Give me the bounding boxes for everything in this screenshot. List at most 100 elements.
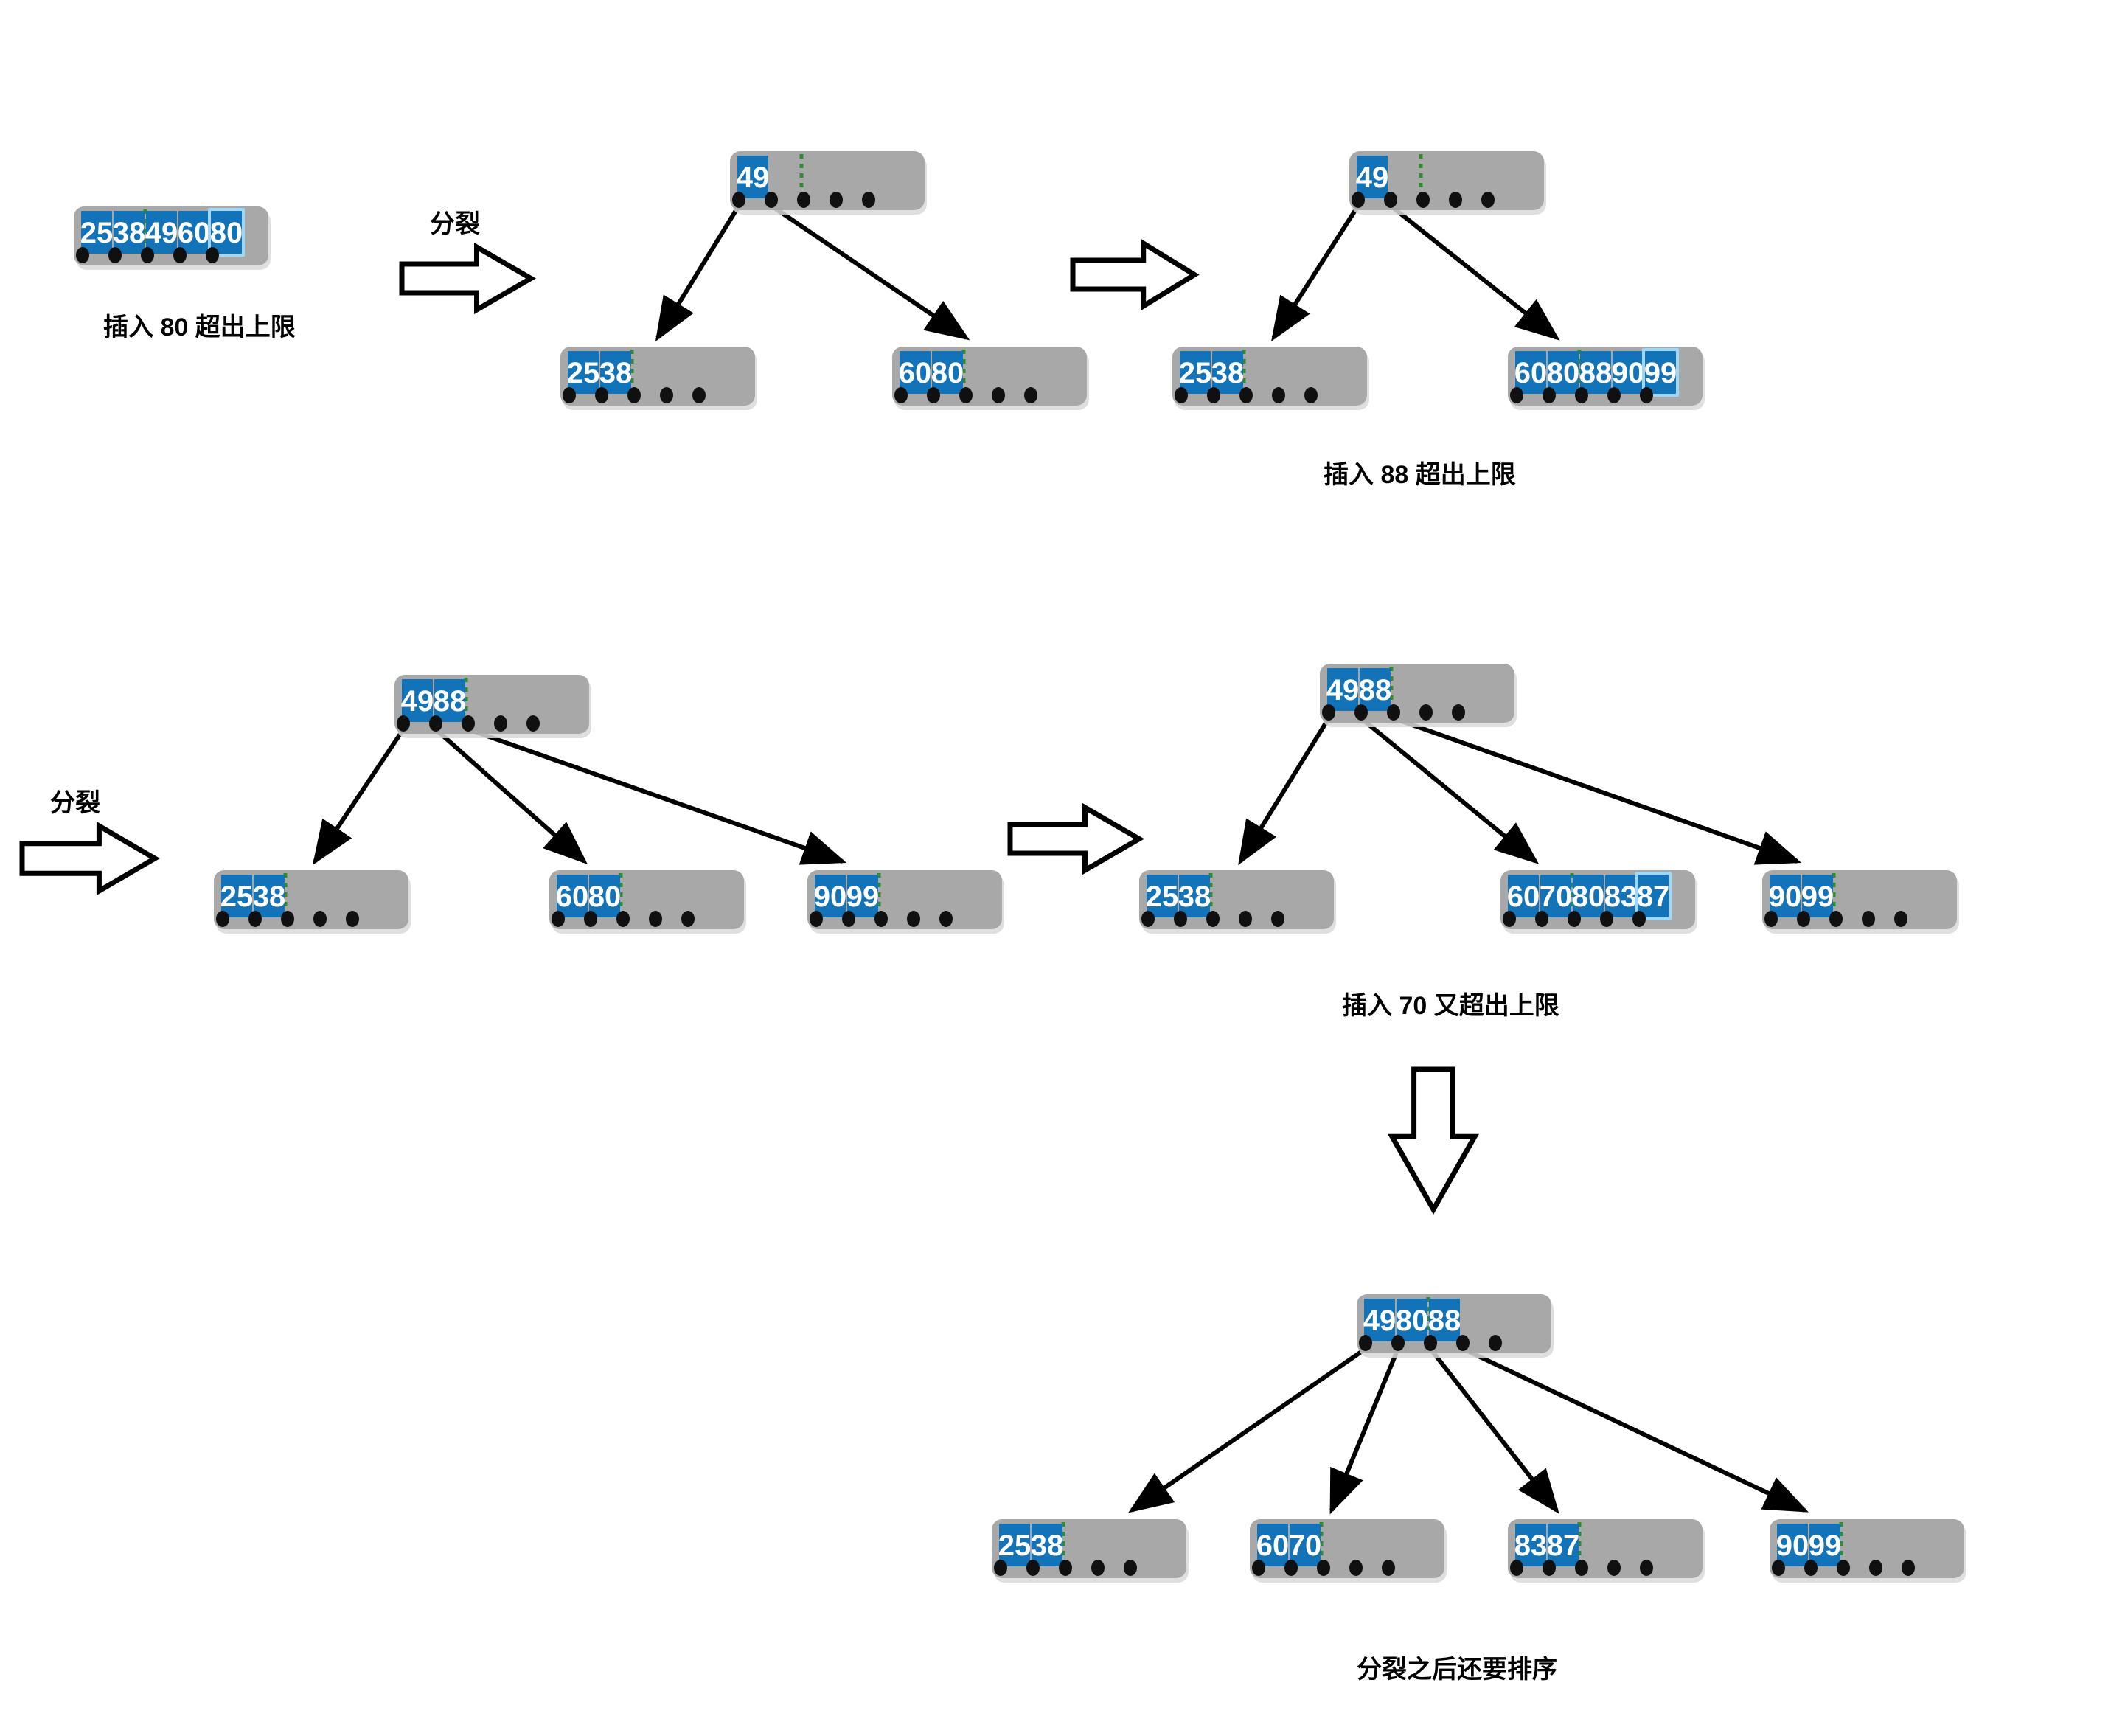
key-box[interactable] — [1770, 875, 1801, 917]
child-pointer-dot[interactable] — [1510, 1560, 1523, 1576]
child-pointer-dot[interactable] — [552, 911, 565, 927]
child-pointer-dot[interactable] — [526, 715, 540, 732]
key-box[interactable] — [737, 156, 768, 198]
key-box[interactable] — [1180, 351, 1211, 394]
child-pointer-dot[interactable] — [1862, 911, 1875, 927]
child-pointer-dot[interactable] — [1869, 1560, 1882, 1576]
key-box[interactable] — [1638, 875, 1669, 917]
child-pointer-dot[interactable] — [1382, 1560, 1395, 1576]
child-pointer-dot[interactable] — [1416, 192, 1430, 208]
child-pointer-dot[interactable] — [810, 911, 823, 927]
child-pointer-dot[interactable] — [1510, 387, 1523, 403]
child-pointer-dot[interactable] — [927, 387, 940, 403]
key-box[interactable] — [1290, 1524, 1321, 1566]
child-pointer-dot[interactable] — [1419, 704, 1433, 721]
child-pointer-dot[interactable] — [1640, 387, 1653, 403]
key-box[interactable] — [1580, 351, 1611, 394]
child-pointer-dot[interactable] — [1391, 1335, 1405, 1351]
child-pointer-dot[interactable] — [1024, 387, 1037, 403]
key-box[interactable] — [402, 679, 433, 722]
key-box[interactable] — [1777, 1524, 1808, 1566]
key-box[interactable] — [600, 351, 631, 394]
child-pointer-dot[interactable] — [1640, 1560, 1653, 1576]
key-box[interactable] — [1212, 351, 1243, 394]
child-pointer-dot[interactable] — [1829, 911, 1843, 927]
key-box[interactable] — [1257, 1524, 1288, 1566]
child-pointer-dot[interactable] — [173, 247, 187, 263]
key-box[interactable] — [1327, 668, 1358, 711]
child-pointer-dot[interactable] — [1489, 1335, 1502, 1351]
child-pointer-dot[interactable] — [1207, 387, 1220, 403]
child-pointer-dot[interactable] — [1304, 387, 1318, 403]
key-box[interactable] — [1429, 1299, 1460, 1341]
child-pointer-dot[interactable] — [1271, 911, 1284, 927]
child-pointer-dot[interactable] — [1317, 1560, 1330, 1576]
child-pointer-dot[interactable] — [907, 911, 920, 927]
key-box[interactable] — [1809, 1524, 1840, 1566]
key-box[interactable] — [1515, 1524, 1546, 1566]
key-box[interactable] — [434, 679, 465, 722]
key-box[interactable] — [815, 875, 846, 917]
child-pointer-dot[interactable] — [732, 192, 745, 208]
key-box[interactable] — [1540, 875, 1571, 917]
child-pointer-dot[interactable] — [862, 192, 875, 208]
child-pointer-dot[interactable] — [1352, 192, 1365, 208]
key-box[interactable] — [1397, 1299, 1427, 1341]
child-pointer-dot[interactable] — [660, 387, 673, 403]
child-pointer-dot[interactable] — [1543, 387, 1556, 403]
child-pointer-dot[interactable] — [216, 911, 229, 927]
child-pointer-dot[interactable] — [346, 911, 359, 927]
child-pointer-dot[interactable] — [1284, 1560, 1298, 1576]
child-pointer-dot[interactable] — [1837, 1560, 1850, 1576]
child-pointer-dot[interactable] — [1568, 911, 1581, 927]
child-pointer-dot[interactable] — [1141, 911, 1155, 927]
child-pointer-dot[interactable] — [1543, 1560, 1556, 1576]
child-pointer-dot[interactable] — [563, 387, 576, 403]
key-box[interactable] — [847, 875, 878, 917]
child-pointer-dot[interactable] — [1575, 387, 1588, 403]
key-box[interactable] — [1508, 875, 1539, 917]
child-pointer-dot[interactable] — [1026, 1560, 1040, 1576]
child-pointer-dot[interactable] — [1449, 192, 1462, 208]
key-box[interactable] — [589, 875, 620, 917]
key-box[interactable] — [1364, 1299, 1395, 1341]
key-box[interactable] — [1645, 351, 1676, 394]
child-pointer-dot[interactable] — [830, 192, 843, 208]
child-pointer-dot[interactable] — [627, 387, 641, 403]
child-pointer-dot[interactable] — [595, 387, 608, 403]
child-pointer-dot[interactable] — [494, 715, 507, 732]
child-pointer-dot[interactable] — [1607, 1560, 1621, 1576]
child-pointer-dot[interactable] — [76, 247, 89, 263]
child-pointer-dot[interactable] — [1503, 911, 1516, 927]
child-pointer-dot[interactable] — [1632, 911, 1646, 927]
key-box[interactable] — [1360, 668, 1391, 711]
key-box[interactable] — [999, 1524, 1030, 1566]
child-pointer-dot[interactable] — [994, 1560, 1007, 1576]
key-box[interactable] — [1032, 1524, 1062, 1566]
key-box[interactable] — [1613, 351, 1644, 394]
key-box[interactable] — [900, 351, 931, 394]
child-pointer-dot[interactable] — [959, 387, 973, 403]
child-pointer-dot[interactable] — [1481, 192, 1495, 208]
child-pointer-dot[interactable] — [248, 911, 262, 927]
child-pointer-dot[interactable] — [584, 911, 597, 927]
child-pointer-dot[interactable] — [1452, 704, 1465, 721]
key-box[interactable] — [568, 351, 599, 394]
child-pointer-dot[interactable] — [1902, 1560, 1915, 1576]
child-pointer-dot[interactable] — [1175, 387, 1188, 403]
child-pointer-dot[interactable] — [1252, 1560, 1265, 1576]
child-pointer-dot[interactable] — [141, 247, 154, 263]
child-pointer-dot[interactable] — [1206, 911, 1220, 927]
key-box[interactable] — [1515, 351, 1546, 394]
key-box[interactable] — [1802, 875, 1833, 917]
